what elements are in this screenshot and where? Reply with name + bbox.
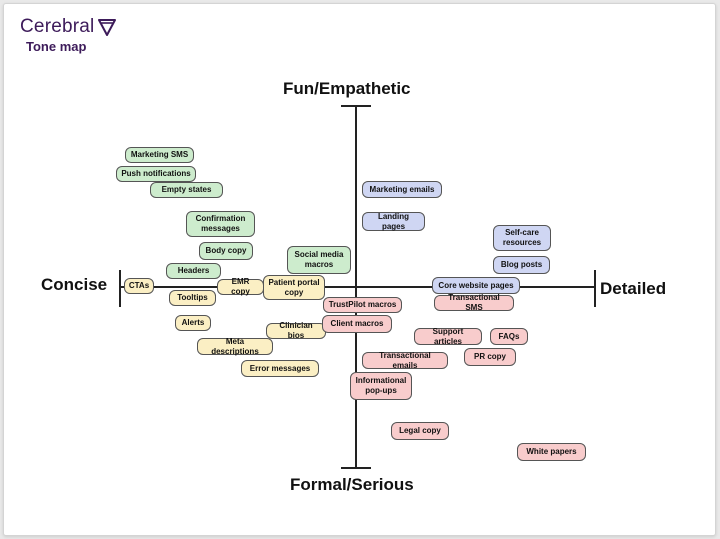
item-push-notifications: Push notifications	[116, 166, 196, 182]
item-transactional-emails: Transactional emails	[362, 351, 448, 370]
item-marketing-emails: Marketing emails	[362, 181, 442, 198]
item-transactional-sms: Transactional SMS	[434, 293, 514, 312]
tone-map-canvas: Cerebral Tone map Fun/Empathetic Formal/…	[3, 3, 716, 536]
item-alerts: Alerts	[175, 315, 211, 331]
axis-label-bottom: Formal/Serious	[290, 475, 414, 494]
item-trustpilot-macros: TrustPilot macros	[323, 297, 402, 313]
axis-label-right: Detailed	[600, 279, 667, 298]
item-core-website-pages: Core website pages	[432, 277, 520, 294]
item-body-copy: Body copy	[199, 242, 253, 260]
item-clinician-bios: Clinician bios	[266, 321, 326, 340]
item-meta-descriptions: Meta descriptions	[197, 337, 273, 356]
item-informational-popups: Informational pop-ups	[350, 372, 412, 400]
item-headers: Headers	[166, 263, 221, 279]
item-confirmation-messages: Confirmation messages	[186, 211, 255, 237]
item-pr-copy: PR copy	[464, 348, 516, 366]
item-patient-portal-copy: Patient portal copy	[263, 275, 325, 300]
vertical-axis-top-cap	[341, 105, 371, 107]
brand: Cerebral	[20, 16, 117, 38]
axis-label-top: Fun/Empathetic	[283, 79, 411, 98]
item-ctas: CTAs	[124, 278, 154, 294]
axis-label-left: Concise	[41, 275, 108, 294]
horizontal-axis	[119, 286, 596, 288]
brand-name: Cerebral	[20, 16, 95, 37]
item-empty-states: Empty states	[150, 182, 223, 198]
vertical-axis-bottom-cap	[341, 467, 371, 469]
item-faqs: FAQs	[490, 328, 528, 345]
logo: Cerebral Tone map	[20, 16, 117, 54]
item-tooltips: Tooltips	[169, 290, 216, 306]
item-marketing-sms: Marketing SMS	[125, 147, 194, 163]
item-white-papers: White papers	[517, 443, 586, 461]
item-social-media-macros: Social media macros	[287, 246, 351, 274]
item-self-care-resources: Self-care resources	[493, 225, 551, 251]
page-title: Tone map	[26, 39, 87, 54]
item-support-articles: Support articles	[414, 327, 482, 346]
horizontal-axis-left-cap	[119, 270, 121, 307]
item-landing-pages: Landing pages	[362, 212, 425, 231]
horizontal-axis-right-cap	[594, 270, 596, 307]
item-legal-copy: Legal copy	[391, 422, 449, 440]
item-client-macros: Client macros	[322, 315, 392, 333]
item-blog-posts: Blog posts	[493, 256, 550, 274]
triangle-logo-icon	[98, 18, 117, 36]
item-emr-copy: EMR copy	[217, 277, 264, 296]
item-error-messages: Error messages	[241, 360, 319, 377]
